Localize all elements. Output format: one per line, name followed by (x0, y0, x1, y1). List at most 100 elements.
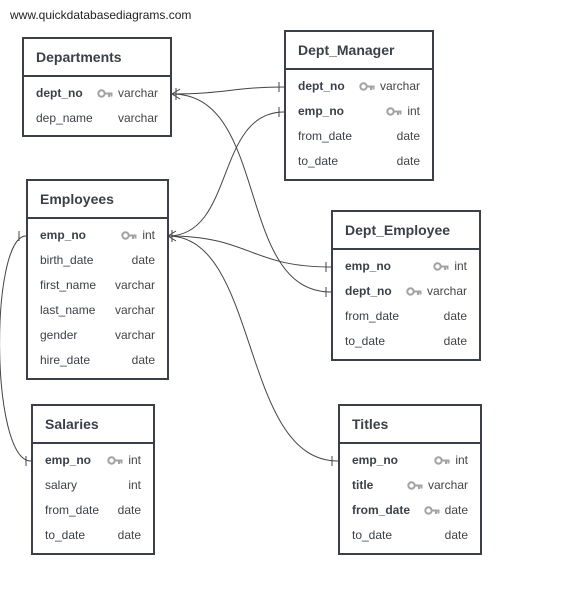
field-type: date (396, 129, 420, 143)
key-icon (97, 89, 113, 98)
field-row[interactable]: first_name varchar (28, 273, 167, 298)
key-icon (107, 456, 123, 465)
field-type: int (407, 104, 420, 118)
field-type: date (444, 528, 468, 542)
field-row[interactable]: title varchar (340, 473, 480, 498)
field-type: int (128, 478, 141, 492)
key-icon (386, 107, 402, 116)
field-type: date (117, 503, 141, 517)
field-type: varchar (117, 111, 158, 125)
field-type: int (142, 228, 155, 242)
field-row[interactable]: from_date date (286, 124, 432, 149)
crowsfoot-employees (167, 230, 177, 242)
table-dept-manager[interactable]: Dept_Manager dept_no varchar emp_no int from… (284, 30, 434, 181)
key-icon (407, 481, 423, 490)
table-title: Dept_Employee (333, 212, 479, 250)
field-name: gender (40, 328, 78, 342)
table-title: Dept_Manager (286, 32, 432, 70)
field-row[interactable]: to_date date (340, 523, 480, 548)
field-name: title (352, 478, 374, 492)
field-type: date (443, 334, 467, 348)
field-name: from_date (352, 503, 411, 517)
field-name: dept_no (298, 79, 345, 93)
table-title: Employees (28, 181, 167, 219)
field-name: emp_no (40, 228, 87, 242)
field-type: date (131, 253, 155, 267)
field-type: date (396, 154, 420, 168)
field-row[interactable]: to_date date (33, 523, 153, 548)
field-type: int (454, 259, 467, 273)
field-name: emp_no (345, 259, 392, 273)
table-dept-employee[interactable]: Dept_Employee emp_no int dept_no varchar fro… (331, 210, 481, 361)
link-employees-titles (167, 235, 339, 462)
field-row[interactable]: from_date date (33, 498, 153, 523)
watermark-url[interactable]: www.quickdatabasediagrams.com (10, 8, 192, 22)
field-row[interactable]: dept_no varchar (286, 74, 432, 99)
link-departments-dept-manager (171, 86, 285, 95)
field-name: dept_no (345, 284, 392, 298)
crowsfoot-departments (171, 88, 181, 100)
key-icon (424, 506, 440, 515)
table-title: Departments (24, 39, 170, 77)
field-name: from_date (298, 129, 353, 143)
key-icon (433, 262, 449, 271)
field-type: varchar (427, 478, 468, 492)
field-row[interactable]: last_name varchar (28, 298, 167, 323)
key-icon (406, 287, 422, 296)
field-type: varchar (117, 86, 158, 100)
link-employees-dept-manager (167, 111, 285, 237)
table-title: Salaries (33, 406, 153, 444)
field-name: salary (45, 478, 78, 492)
field-row[interactable]: emp_no int (340, 448, 480, 473)
field-row[interactable]: emp_no int (333, 254, 479, 279)
field-name: emp_no (352, 453, 399, 467)
field-type: varchar (114, 303, 155, 317)
field-name: hire_date (40, 353, 91, 367)
field-row[interactable]: birth_date date (28, 248, 167, 273)
field-name: to_date (352, 528, 393, 542)
field-type: varchar (379, 79, 420, 93)
field-row[interactable]: to_date date (333, 329, 479, 354)
table-title: Titles (340, 406, 480, 444)
field-row[interactable]: dept_no varchar (333, 279, 479, 304)
field-name: first_name (40, 278, 97, 292)
field-row[interactable]: hire_date date (28, 348, 167, 373)
field-type: varchar (426, 284, 467, 298)
field-row[interactable]: emp_no int (28, 223, 167, 248)
link-departments-dept-employee (171, 93, 332, 293)
field-name: birth_date (40, 253, 94, 267)
field-name: to_date (345, 334, 386, 348)
field-type: date (117, 528, 141, 542)
field-name: last_name (40, 303, 96, 317)
field-name: from_date (345, 309, 400, 323)
field-name: emp_no (298, 104, 345, 118)
field-row[interactable]: salary int (33, 473, 153, 498)
link-employees-salaries (0, 235, 32, 462)
field-name: to_date (45, 528, 86, 542)
field-name: emp_no (45, 453, 92, 467)
field-type: varchar (114, 278, 155, 292)
key-icon (121, 231, 137, 240)
field-row[interactable]: emp_no int (286, 99, 432, 124)
field-type: date (131, 353, 155, 367)
field-name: from_date (45, 503, 100, 517)
field-type: int (455, 453, 468, 467)
